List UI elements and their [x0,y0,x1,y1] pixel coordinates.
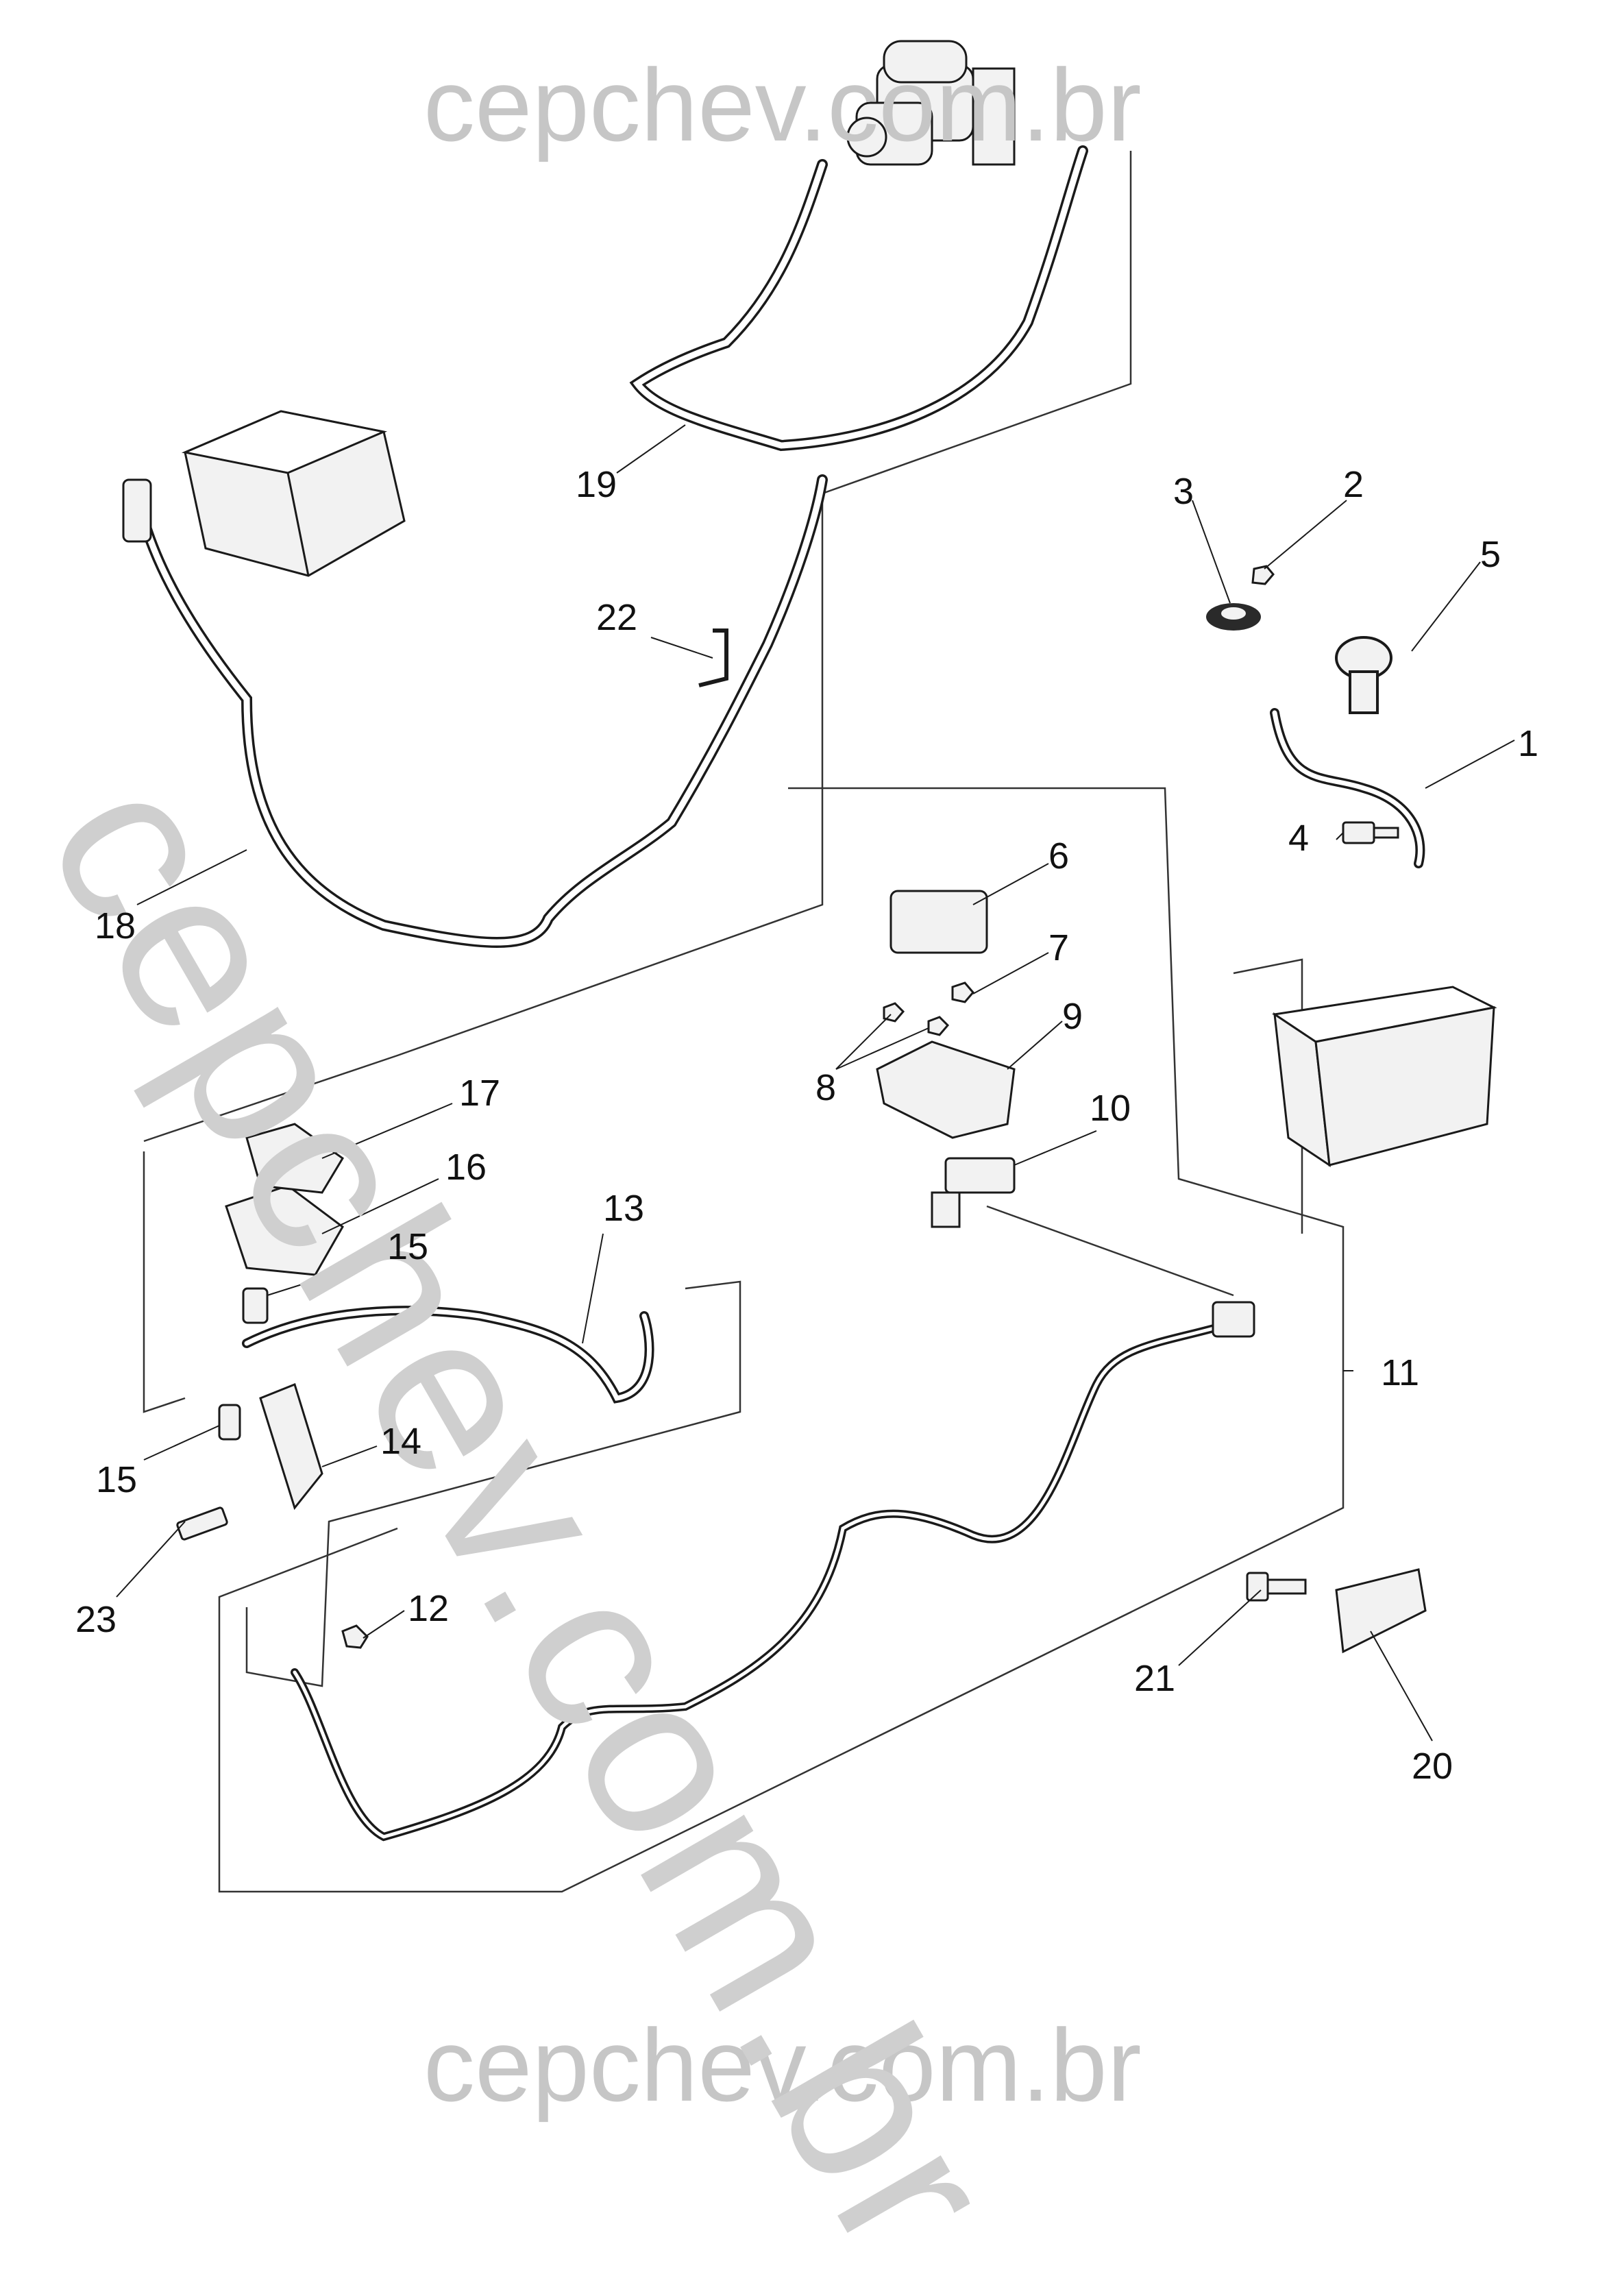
part-label-1: 1 [1518,723,1539,764]
cable-19 [629,145,1088,452]
part-label-10: 10 [1090,1088,1131,1129]
part-label-12: 12 [408,1588,450,1629]
part-label-14: 14 [380,1421,422,1462]
frame-left [143,1151,186,1413]
bolt-21 [1246,1572,1307,1602]
holder-9 [876,1040,1016,1139]
nut-7 [951,981,974,1003]
starter-motor [846,40,1016,166]
frame-lower-right [218,787,1345,1893]
nut-12 [341,1624,369,1649]
part-label-5: 5 [1480,534,1501,575]
part-label-21: 21 [1134,1658,1176,1699]
bracket-22 [698,628,728,687]
cable-18-terminal [122,478,152,543]
watermark-bottom: cepchev.com.br [424,2007,1142,2123]
sensor-11 [1212,1301,1255,1338]
bracket-20 [1335,1568,1427,1654]
cover-17 [245,1123,344,1194]
assembly-frames [143,151,1345,1893]
part-label-8: 8 [815,1067,837,1108]
part-label-18: 18 [95,905,136,947]
nut-8b [927,1016,950,1036]
parts-diagram [116,40,1515,1893]
cover-16 [225,1184,344,1276]
part-label-17: 17 [459,1073,501,1114]
part-label-16: 16 [445,1147,487,1188]
part-label-2: 2 [1343,464,1364,505]
frame-upper [143,151,1132,1143]
part-label-3: 3 [1173,471,1194,512]
part-label-13: 13 [603,1188,645,1229]
bolt-23 [176,1506,228,1541]
part-label-15-lower: 15 [96,1459,138,1500]
bolt-15a [242,1287,269,1324]
part-label-6: 6 [1048,835,1070,877]
part-label-11: 11 [1381,1352,1420,1393]
frame-left-box [245,1280,741,1687]
battery [1271,986,1497,1168]
part-label-7: 7 [1048,927,1070,968]
frame-11 [986,1205,1234,1297]
terminal-10 [931,1157,1016,1228]
cover-6 [889,890,988,954]
bolt-4 [1342,821,1399,844]
part-label-23: 23 [75,1599,117,1640]
part-label-9: 9 [1062,996,1083,1037]
cover-5 [1335,636,1392,714]
bolt-15b [218,1404,241,1441]
nut-2 [1251,565,1275,585]
part-label-19: 19 [576,464,617,505]
leader-lines [116,424,1515,1742]
part-label-4: 4 [1288,818,1310,859]
part-label-15-upper: 15 [387,1226,429,1267]
watermark-top: cepchev.com.br [424,47,1142,162]
part-label-22: 22 [596,597,638,638]
fuse-box [181,410,406,577]
bracket-14 [259,1383,323,1511]
terminal-3 [1206,603,1261,631]
part-label-20: 20 [1412,1746,1453,1787]
